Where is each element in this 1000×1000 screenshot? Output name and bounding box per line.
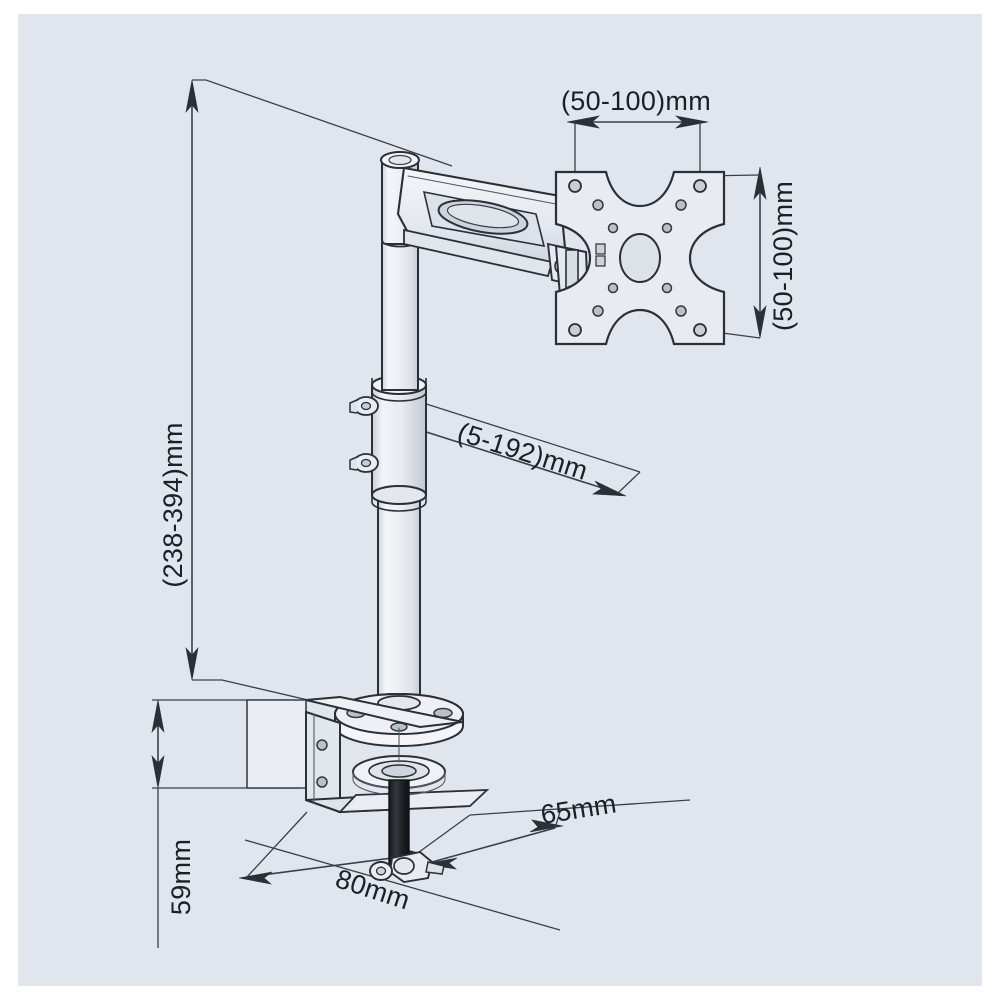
clamp-washer [352,755,446,796]
gas-spring-arm [396,166,582,288]
pole-upper [381,232,419,391]
dimension-height-range: (238-394)mm [158,79,453,708]
clamp-bracket [246,695,490,814]
vesa-plate [554,170,726,346]
clamp-knob [369,850,445,884]
dimension-label-vesa-vertical: (50-100)mm [768,181,798,331]
dimension-label-height-range: (238-394)mm [158,422,188,587]
dimension-vesa-horizontal: (50-100)mm [561,86,711,182]
dimension-label-clamp-thickness: 59mm [166,839,196,915]
dimension-clamp-thickness: 59mm [151,699,301,948]
drawing-background [18,14,982,986]
dimension-vesa-vertical: (50-100)mm [699,166,798,339]
pole-lower [377,499,421,723]
dimension-label-vesa-horizontal: (50-100)mm [561,86,711,116]
